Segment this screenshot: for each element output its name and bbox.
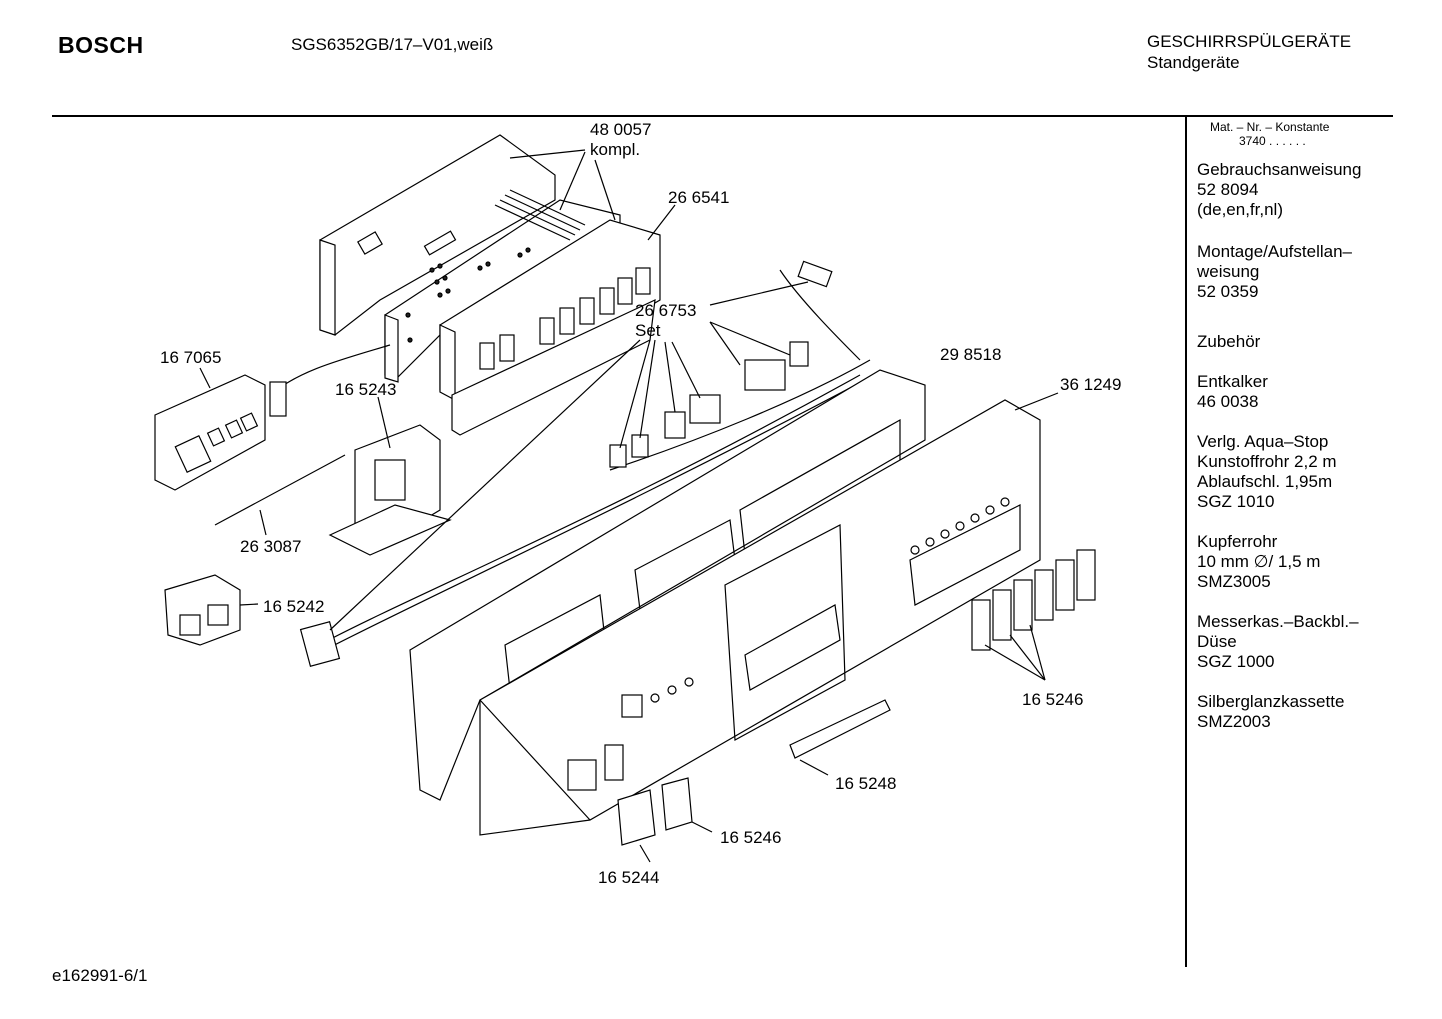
display-board [154,344,391,491]
category-line-1: GESCHIRRSPÜLGERÄTE [1147,32,1352,51]
callout-361249: 36 1249 [1060,375,1122,394]
sidebar-line: SMZ3005 [1197,572,1271,591]
sidebar-line: Kupferrohr [1197,532,1278,551]
sidebar-block: Zubehör [1197,332,1437,352]
sidebar-line: Düse [1197,632,1237,651]
sidebar-line: weisung [1197,262,1260,281]
wire-harness-set [299,260,871,667]
sidebar-line: Gebrauchsanweisung [1197,160,1362,179]
sidebar-line: SGZ 1010 [1197,492,1275,511]
sidebar-line: 10 mm ∅/ 1,5 m [1197,552,1321,571]
sidebar-line: SMZ2003 [1197,712,1271,731]
callout-165243: 16 5243 [335,380,397,399]
sidebar-line: SGZ 1000 [1197,652,1275,671]
exploded-parts-drawing [154,134,1096,863]
front-fascia-panel [479,399,1041,836]
callout-480057-number: 48 0057 [590,120,652,139]
callout-266753: 26 6753 Set [635,301,696,341]
sidebar-line: (de,en,fr,nl) [1197,200,1283,219]
sidebar-line: Kunstoffrohr 2,2 m [1197,452,1337,471]
callout-165242: 16 5242 [263,597,325,616]
sidebar-line: 52 0359 [1197,282,1259,301]
callout-165246-right: 16 5246 [1022,690,1084,709]
dispenser-bracket [328,424,452,556]
callout-266541: 26 6541 [668,188,730,207]
drawing-code: e162991-6/1 [52,966,148,985]
sidebar-line: Messerkas.–Backbl.– [1197,612,1359,631]
brand-logo: BOSCH [58,32,144,58]
category-title: GESCHIRRSPÜLGERÄTE Standgeräte [1147,31,1351,73]
callout-263087: 26 3087 [240,537,302,556]
main-switch [164,574,241,646]
callout-266753-note: Set [635,321,661,340]
sidebar-parts-list: Mat. – Nr. – Konstante 3740 . . . . . . … [1197,120,1437,732]
sidebar-line: 52 8094 [1197,180,1259,199]
callout-480057-note: kompl. [590,140,641,159]
callout-480057: 48 0057 kompl. [590,120,651,160]
program-buttons [971,549,1096,651]
sidebar-line: 46 0038 [1197,392,1259,411]
callout-165248: 16 5248 [835,774,897,793]
sidebar-line: Verlg. Aqua–Stop [1197,432,1329,451]
sidebar-header-constant: 3740 . . . . . . [1239,134,1306,148]
sidebar-line: Zubehör [1197,332,1261,351]
sidebar-line: Montage/Aufstellan– [1197,242,1352,261]
header-divider [52,115,1393,117]
callout-266753-number: 26 6753 [635,301,697,320]
sidebar-line: Entkalker [1197,372,1268,391]
model-number: SGS6352GB/17–V01,weiß [291,35,494,54]
rod-part [214,454,346,526]
category-line-2: Standgeräte [1147,53,1240,72]
sidebar-line: Silberglanzkassette [1197,692,1345,711]
sidebar-divider [1185,117,1187,967]
leader-lines [199,149,1059,863]
callout-167065: 16 7065 [160,348,222,367]
sidebar-line: Ablaufschl. 1,95m [1197,472,1333,491]
cover-strip [789,699,891,759]
sidebar-header: Mat. – Nr. – Konstante [1210,120,1330,134]
callout-165246-bottom: 16 5246 [720,828,782,847]
callout-165244: 16 5244 [598,868,660,887]
callout-298518: 29 8518 [940,345,1002,364]
button-housing-module [439,219,661,436]
